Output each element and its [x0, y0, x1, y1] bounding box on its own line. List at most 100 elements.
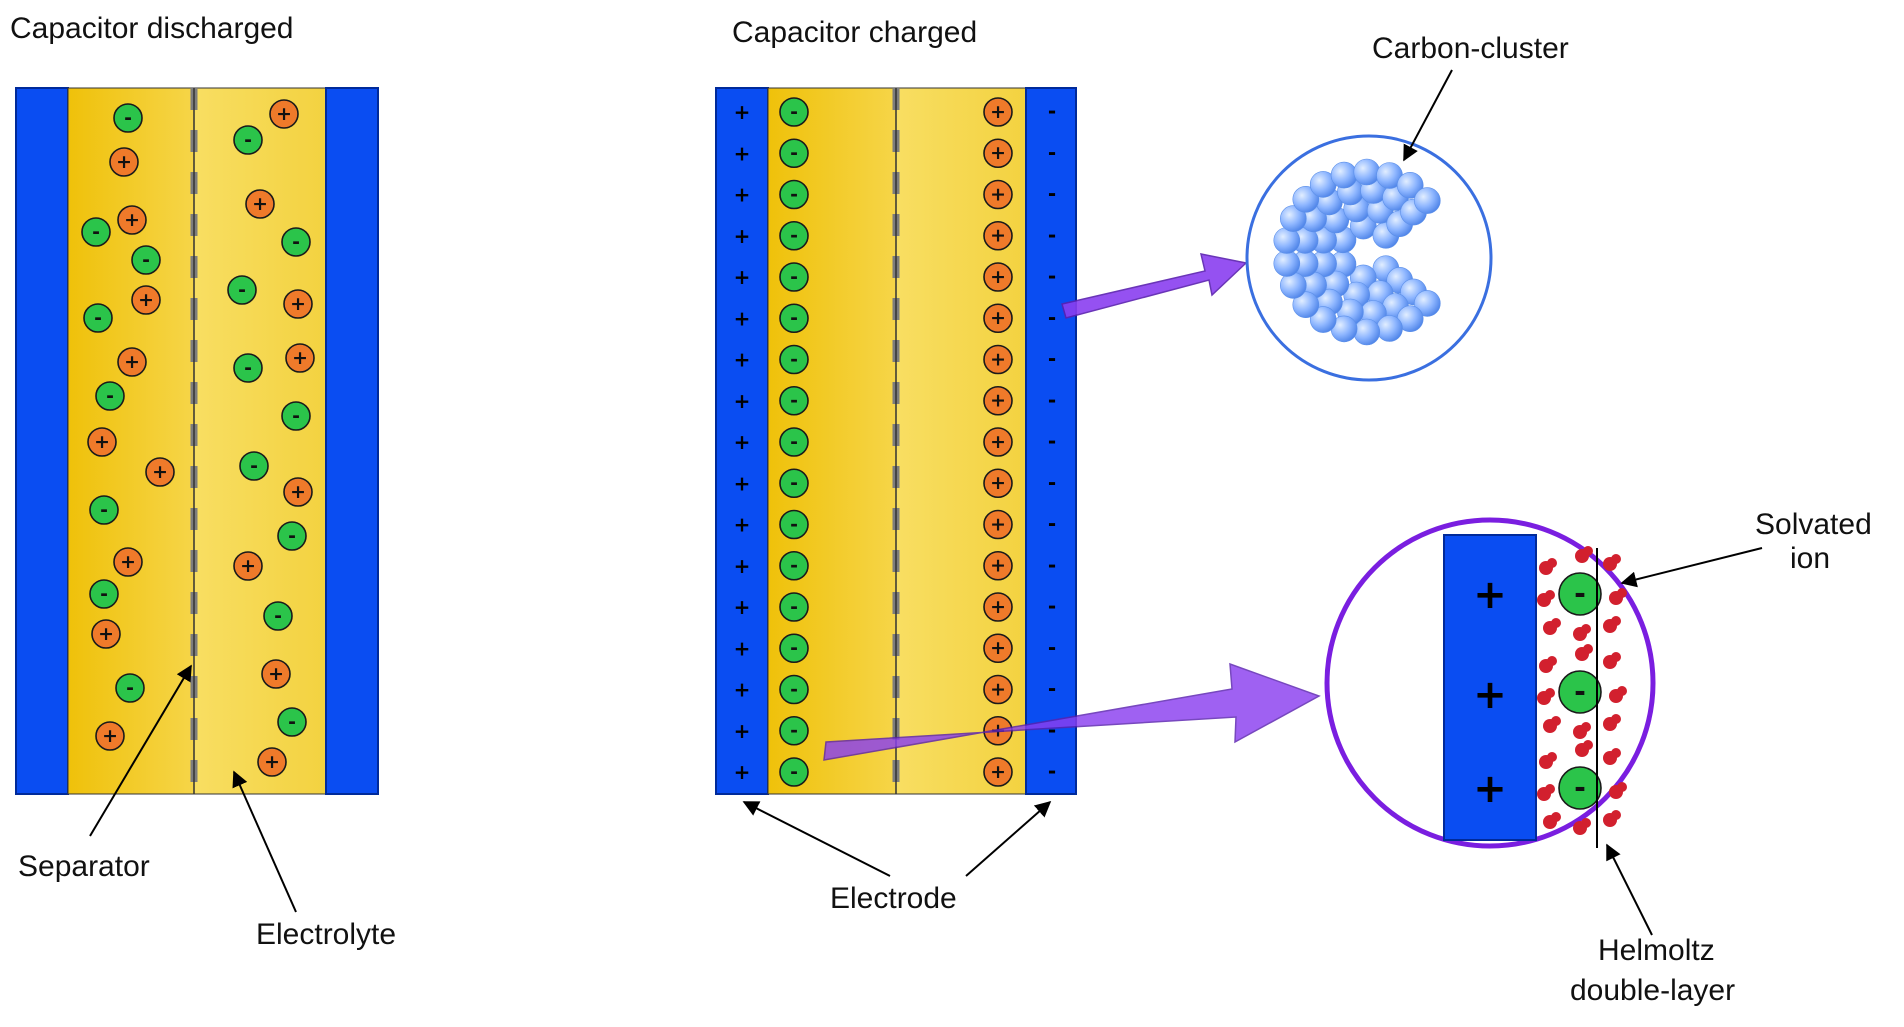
- svg-text:-: -: [124, 107, 132, 129]
- plus-ion-icon: +: [269, 99, 299, 129]
- plus-ion-icon: +: [983, 97, 1013, 127]
- minus-ion-icon: -: [277, 521, 307, 551]
- minus-ion-icon: -: [779, 633, 809, 664]
- minus-charge-sign: -: [1048, 388, 1056, 412]
- inset-electrode: [1443, 534, 1537, 841]
- plus-ion-icon: +: [983, 468, 1013, 499]
- solvated-ion-pointer: [1620, 547, 1763, 588]
- svg-text:-: -: [1574, 771, 1586, 804]
- svg-text:-: -: [790, 225, 798, 247]
- minus-ion-icon: -: [83, 303, 113, 333]
- carbon-cluster-label: Carbon-cluster: [1372, 32, 1569, 65]
- minus-ion-icon: -: [277, 707, 307, 737]
- svg-text:+: +: [990, 390, 1006, 412]
- inset-plus-3: +: [1473, 766, 1507, 812]
- svg-text:+: +: [116, 151, 132, 173]
- plus-charge-sign: +: [734, 306, 751, 330]
- svg-text:+: +: [990, 513, 1006, 535]
- inset-plus-1: +: [1473, 572, 1507, 618]
- svg-text:+: +: [990, 142, 1006, 164]
- minus-charge-sign: -: [1048, 347, 1056, 371]
- plus-ion-icon: +: [145, 457, 175, 487]
- plus-charge-sign: +: [734, 554, 751, 578]
- svg-text:-: -: [126, 677, 134, 699]
- minus-ion-icon: -: [95, 381, 125, 411]
- minus-ion-icon: -: [779, 262, 809, 292]
- inset-plus-2: +: [1473, 672, 1507, 718]
- plus-ion-icon: +: [113, 547, 143, 577]
- svg-text:-: -: [790, 555, 798, 577]
- minus-ion-icon: -: [779, 509, 809, 540]
- zoom-arrow-double-layer: [823, 662, 1321, 761]
- plus-charge-sign: +: [734, 595, 751, 619]
- svg-text:-: -: [1574, 577, 1586, 610]
- svg-text:-: -: [790, 266, 798, 288]
- helmholtz-label-line1: Helmoltz: [1598, 934, 1715, 967]
- carbon-cluster-pointer: [1403, 69, 1453, 162]
- plus-charge-sign: +: [734, 636, 751, 660]
- electrode-label: Electrode: [830, 882, 957, 915]
- minus-charge-sign: -: [1048, 553, 1056, 577]
- svg-text:+: +: [990, 266, 1006, 288]
- minus-ion-icon: -: [281, 227, 311, 257]
- minus-ion-icon: -: [779, 344, 809, 375]
- minus-ion-icon: -: [233, 353, 263, 383]
- minus-ion-icon: -: [779, 715, 809, 746]
- plus-charge-sign: +: [734, 141, 751, 165]
- svg-text:-: -: [292, 231, 300, 253]
- svg-text:+: +: [990, 596, 1006, 618]
- svg-text:+: +: [276, 103, 292, 125]
- svg-text:-: -: [790, 348, 798, 370]
- separator-label: Separator: [18, 850, 150, 883]
- minus-ion-icon: -: [227, 275, 257, 305]
- helmholtz-pointer: [1606, 843, 1653, 936]
- svg-text:-: -: [244, 129, 252, 151]
- electrolyte-pointer: [232, 770, 297, 913]
- minus-charge-sign: -: [1048, 635, 1056, 659]
- svg-text:+: +: [268, 663, 284, 685]
- minus-charge-sign: -: [1048, 759, 1056, 783]
- minus-ion-icon: -: [779, 757, 809, 787]
- plus-ion-icon: +: [261, 659, 291, 689]
- plus-charge-sign: +: [734, 183, 751, 207]
- svg-text:+: +: [252, 193, 268, 215]
- electrolyte-label: Electrolyte: [256, 918, 396, 951]
- right-electrode: [325, 87, 379, 795]
- plus-ion-icon: +: [983, 138, 1013, 169]
- left-electrode: [15, 87, 69, 795]
- minus-ion-icon: -: [779, 97, 809, 127]
- svg-text:+: +: [292, 347, 308, 369]
- svg-text:-: -: [238, 279, 246, 301]
- minus-charge-sign: -: [1048, 470, 1056, 494]
- plus-ion-icon: +: [983, 427, 1013, 457]
- minus-ion-icon: -: [779, 138, 809, 169]
- plus-ion-icon: +: [285, 343, 315, 373]
- minus-ion-icon: -: [131, 245, 161, 275]
- svg-text:-: -: [288, 525, 296, 547]
- svg-text:+: +: [98, 623, 114, 645]
- minus-ion-icon: -: [239, 451, 269, 481]
- minus-charge-sign: -: [1048, 182, 1056, 206]
- plus-charge-sign: +: [734, 265, 751, 289]
- minus-ion-icon: -: [779, 674, 809, 705]
- plus-ion-icon: +: [983, 262, 1013, 292]
- svg-text:-: -: [790, 472, 798, 494]
- minus-ion-icon: -: [779, 468, 809, 499]
- separator-pointer: [89, 664, 192, 837]
- plus-ion-icon: +: [283, 477, 313, 507]
- plus-ion-icon: +: [87, 427, 117, 457]
- plus-ion-icon: +: [257, 747, 287, 777]
- svg-text:+: +: [94, 431, 110, 453]
- minus-ion-icon: -: [779, 550, 809, 581]
- svg-text:-: -: [790, 431, 798, 453]
- svg-text:-: -: [106, 385, 114, 407]
- svg-text:+: +: [990, 307, 1006, 329]
- plus-charge-sign: +: [734, 513, 751, 537]
- solvated-label-line1: Solvated: [1755, 508, 1872, 541]
- minus-ion-icon: -: [779, 303, 809, 334]
- svg-text:+: +: [990, 472, 1006, 494]
- svg-text:-: -: [100, 583, 108, 605]
- svg-text:-: -: [790, 678, 798, 700]
- minus-ion-icon: -: [263, 601, 293, 631]
